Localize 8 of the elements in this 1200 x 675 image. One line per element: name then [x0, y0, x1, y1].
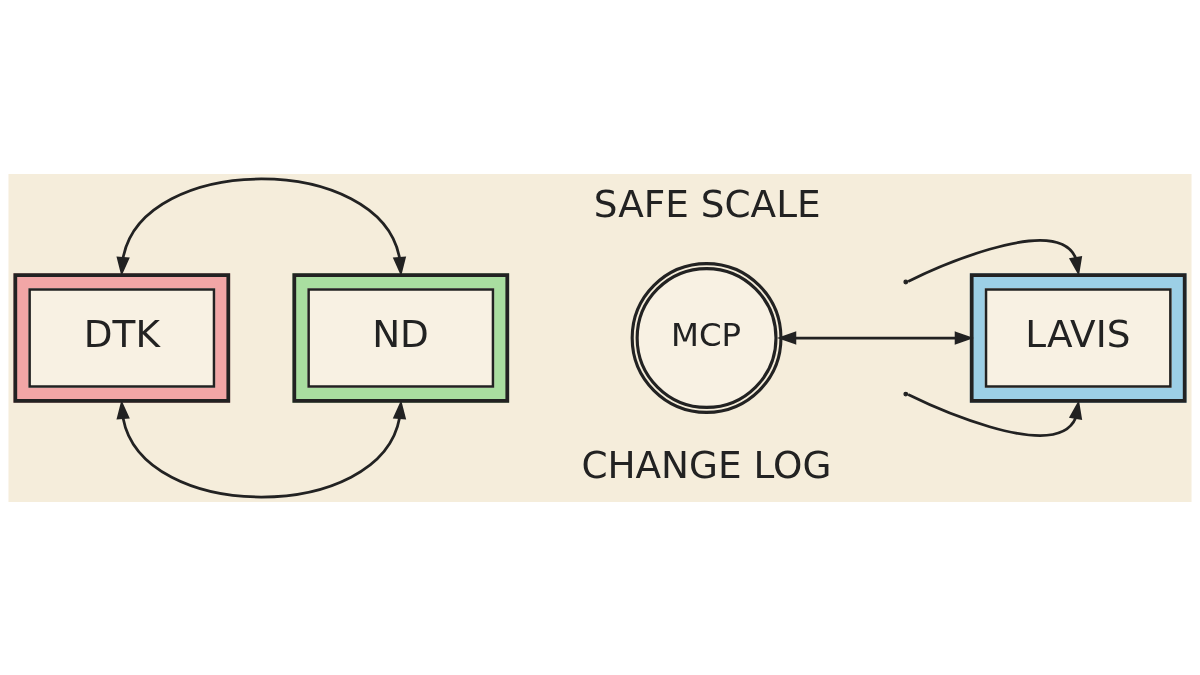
label: CHANGE LOG [581, 442, 832, 487]
arrow [116, 177, 407, 276]
label: SAFE SCALE [593, 181, 821, 226]
arrow [907, 238, 1083, 283]
arrow [777, 330, 974, 345]
node-circle: MCP [630, 261, 783, 414]
arrow [116, 399, 407, 498]
arrow [907, 392, 1083, 437]
